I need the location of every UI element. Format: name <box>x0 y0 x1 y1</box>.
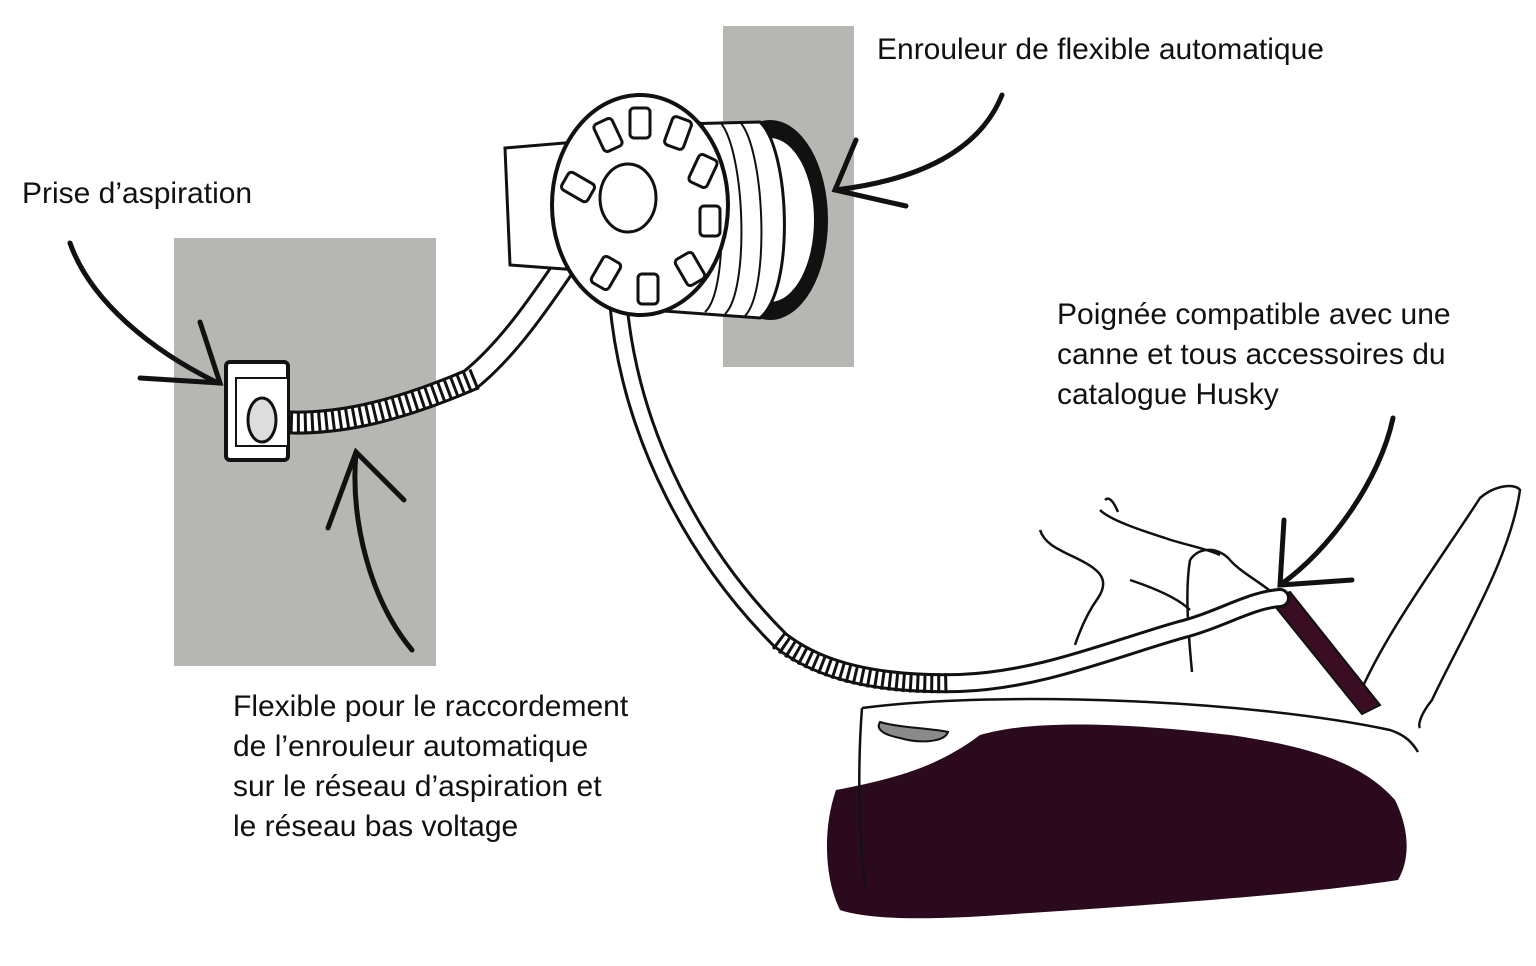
arrow-hose <box>352 449 415 653</box>
seat-cushion <box>826 724 1407 919</box>
vacuum-handle <box>1268 590 1382 716</box>
seat-outline <box>858 697 1420 886</box>
outlet-label: Prise d’aspiration <box>22 177 253 210</box>
arrow-reel <box>832 92 1005 193</box>
arrow-handle <box>1277 415 1396 588</box>
hose-label: Flexible pour le raccordement de l’enrou… <box>233 687 628 847</box>
hand-illustration <box>1038 497 1276 673</box>
handle-label-line: Poignée compatible avec une <box>1057 298 1451 331</box>
handle-label-line: canne et tous accessoires du <box>1057 338 1446 371</box>
seat-slot <box>877 720 950 743</box>
handle-label: Poignée compatible avec une canne et tou… <box>1057 295 1451 415</box>
arrow-outlet <box>67 240 221 386</box>
corrugated-hose-section-upper <box>260 367 483 434</box>
corrugated-hose-section-lower <box>771 631 951 694</box>
hose-label-line: de l’enrouleur automatique <box>233 730 589 763</box>
hose-label-line: sur le réseau d’aspiration et <box>233 770 602 803</box>
handle-label-line: catalogue Husky <box>1057 378 1279 411</box>
seat-back <box>1353 484 1522 729</box>
hose-label-line: Flexible pour le raccordement <box>233 690 629 723</box>
suction-outlet <box>224 360 290 462</box>
pointer-arrows <box>67 92 1396 653</box>
hose-label-line: le réseau bas voltage <box>233 810 519 843</box>
reel-label: Enrouleur de flexible automatique <box>877 33 1324 66</box>
outlet-wall-panel <box>174 238 436 666</box>
reel-flange-holes <box>559 106 722 306</box>
